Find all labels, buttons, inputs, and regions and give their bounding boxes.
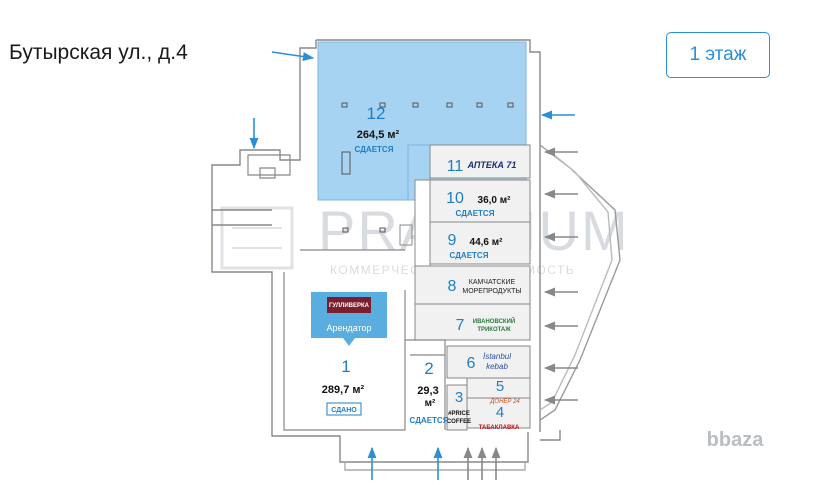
unit-1-status-box (326, 402, 362, 416)
unit-7-tenant-line2: ТРИКОТАЖ (477, 327, 511, 333)
shop-strip (414, 144, 531, 431)
building-address: Бутырская ул., д.4 (9, 41, 188, 64)
unit-4-tenant: ТАБАКЛАВКА (479, 425, 520, 431)
unit-4-number: 4 (496, 404, 504, 421)
unit-7-number: 7 (456, 317, 465, 334)
unit-8-number: 8 (448, 278, 457, 295)
unit-12-status: СДАЕТСЯ (355, 145, 394, 154)
unit-3-tenant-line2: COFFEE (447, 419, 471, 425)
unit-7-tenant-line1: ИВАНОВСКИЙ (473, 317, 515, 325)
unit-1-number: 1 (341, 357, 350, 376)
unit-9-area-label: 44,6 м² (470, 237, 504, 248)
unit-10-number: 10 (446, 190, 464, 207)
unit-10-area-label: 36,0 м² (478, 195, 512, 206)
unit-3-tenant-line1: #PRICE (448, 411, 470, 417)
unit-12-area-label: 264,5 м² (357, 129, 400, 141)
unit-9-status: СДАЕТСЯ (450, 251, 489, 260)
unit-5-tenant: ДОНЕР 24 (489, 399, 520, 405)
entrance-arrows (249, 51, 575, 480)
unit-2-number: 2 (424, 359, 433, 378)
unit-5-number: 5 (496, 378, 504, 395)
unit-8-tenant-line2: МОРЕПРОДУКТЫ (462, 288, 521, 295)
unit-11-tenant: АПТЕКА 71 (467, 160, 517, 170)
corner-watermark: bbaza (707, 429, 765, 451)
unit-2-area-line1: 29,3 (417, 385, 438, 397)
unit-6-tenant-line2: kebab (486, 362, 508, 371)
unit-8-tenant-line1: КАМЧАТСКИЕ (469, 279, 516, 286)
unit-10-status: СДАЕТСЯ (456, 209, 495, 218)
unit-12-number: 12 (367, 104, 386, 123)
unit-3-number: 3 (455, 389, 463, 406)
floor-selector-button[interactable]: 1 этаж (666, 32, 770, 78)
unit-9-number: 9 (448, 232, 457, 249)
unit-2-status: СДАЕТСЯ (410, 416, 449, 425)
unit-6-tenant-line1: İstanbul (483, 352, 511, 361)
unit-1-tenant-caption: Арендатор (326, 323, 371, 333)
unit-1-status: СДАНО (331, 407, 357, 414)
unit-6-number: 6 (467, 355, 476, 372)
unit-1-tenant-logo: ГУЛЛИВЕРКА (329, 303, 370, 309)
unit-11-number: 11 (447, 158, 464, 175)
unit-2-area-line2: м² (425, 398, 436, 409)
unit-1-tenant-badge: ГУЛЛИВЕРКА Арендатор (311, 292, 387, 346)
unit-1-area-label: 289,7 м² (322, 384, 365, 396)
